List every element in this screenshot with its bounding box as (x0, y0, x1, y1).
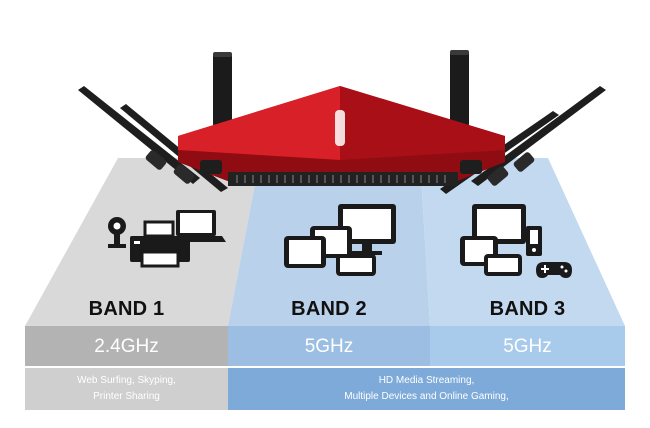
band1-frequency-bar (25, 326, 228, 367)
band23-description: HD Media Streaming, Multiple Devices and… (228, 368, 625, 410)
band23-description-bar (228, 368, 625, 410)
devices-icon (284, 204, 396, 276)
band1-description-bar (25, 368, 228, 410)
band1-description: Web Surfing, Skyping, Printer Sharing (25, 368, 228, 410)
band3-frequency-bar (430, 326, 625, 367)
band1-description-line2: Printer Sharing (93, 391, 160, 402)
band2-title: BAND 2 (291, 298, 367, 320)
band3-title: BAND 3 (489, 298, 566, 320)
band23-description-line1: HD Media Streaming, (378, 375, 475, 386)
band3-frequency: 5GHz (503, 336, 552, 357)
band1-description-line1: Web Surfing, Skyping, (77, 375, 176, 386)
band1-title: BAND 1 (88, 298, 165, 320)
band2-frequency-bar (228, 326, 430, 367)
band1-frequency: 2.4GHz (94, 336, 159, 357)
printer-computer-icon (108, 210, 226, 268)
band23-description-line2: Multiple Devices and Online Gaming, (344, 391, 509, 402)
band2-frequency: 5GHz (304, 336, 354, 357)
router-image (78, 50, 606, 194)
gaming-devices-icon (460, 204, 572, 278)
